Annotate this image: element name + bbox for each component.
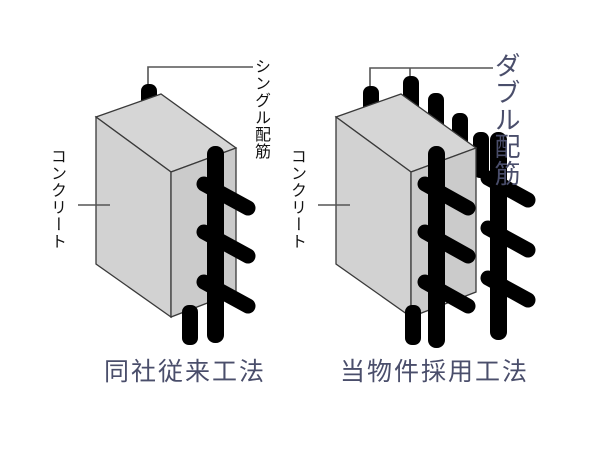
right-rebar-bottom-stubs <box>405 305 421 345</box>
right-rebar-assembly-rear <box>480 132 536 340</box>
right-rebar-assembly-front <box>417 146 476 348</box>
left-rebar-bottom-stub <box>182 305 198 345</box>
left-rebar-assembly <box>196 146 256 343</box>
left-panel-caption: 同社従来工法 <box>104 359 267 386</box>
right-rebar-label: ダブル配筋 <box>491 52 520 187</box>
right-rebar-leader-line <box>369 67 493 89</box>
left-concrete-label: コンクリート <box>48 148 65 250</box>
left-rebar-label: シングル配筋 <box>252 58 269 160</box>
right-concrete-label: コンクリート <box>288 148 305 250</box>
left-panel-group <box>78 66 256 345</box>
right-panel-group <box>318 67 536 348</box>
left-rebar-leader-line <box>147 66 253 88</box>
right-panel-caption: 当物件採用工法 <box>340 359 530 386</box>
